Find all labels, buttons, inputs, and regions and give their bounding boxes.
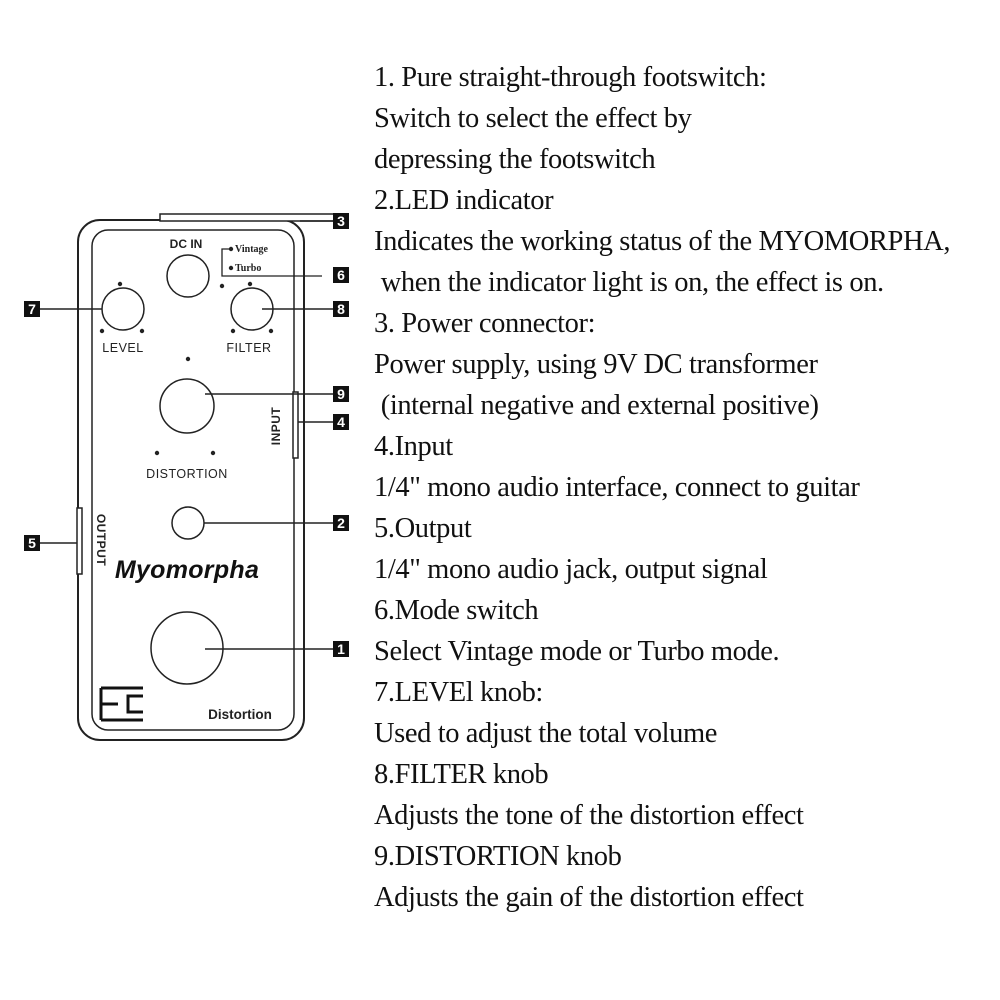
callout-6: 6 [333,267,349,283]
callout-box [333,267,349,283]
callout-number: 5 [28,535,36,551]
description-line: when the indicator light is on, the effe… [374,267,884,298]
callout-number: 8 [337,301,345,317]
brand-logo [99,686,143,722]
description-line: depressing the footswitch [374,144,656,175]
description-line: Adjusts the tone of the distortion effec… [374,800,804,831]
callout-number: 6 [337,267,345,283]
description-line: 6.Mode switch [374,595,539,626]
level-left-dot [99,328,105,334]
description-line: 2.LED indicator [374,185,554,216]
dc-in-jack [166,254,210,298]
description-line: Indicates the working status of the MYOM… [374,226,951,257]
callout-box [333,515,349,531]
footswitch [150,611,224,685]
turbo-label: Turbo [235,263,261,274]
callout-box [333,301,349,317]
filter-right-dot [268,328,274,334]
description-line: Select Vintage mode or Turbo mode. [374,636,780,667]
callout-1: 1 [333,641,349,657]
callout-9: 9 [333,386,349,402]
description-line: 5.Output [374,513,472,544]
turbo-dot [228,265,234,271]
description-line: 1/4" mono audio jack, output signal [374,554,768,585]
input-jack-tab [292,391,299,459]
pedal-type-label: Distortion [208,707,272,722]
input-label: INPUT [269,407,283,446]
callout-3: 3 [333,213,349,229]
distortion-left-dot [154,450,160,456]
distortion-knob [159,378,215,434]
callout-number: 7 [28,301,36,317]
callout-box [333,414,349,430]
description-line: 1/4" mono audio interface, connect to gu… [374,472,860,503]
mode-switch-dot [219,283,225,289]
level-label: LEVEL [102,341,143,355]
callout-number: 2 [337,515,345,531]
distortion-top-dot [185,356,191,362]
callout-number: 1 [337,641,345,657]
dc-in-label: DC IN [170,237,203,251]
level-knob [101,287,145,331]
description-line: Switch to select the effect by [374,103,692,134]
callout-box [333,213,349,229]
callout-7: 7 [24,301,40,317]
distortion-right-dot [210,450,216,456]
callout-5: 5 [24,535,40,551]
callout-box [24,535,40,551]
output-label: OUTPUT [94,514,108,567]
description-line: 1. Pure straight-through footswitch: [374,62,767,93]
pedal-inner-outline [91,229,295,731]
callout-number: 9 [337,386,345,402]
output-jack-tab [76,507,83,575]
filter-top-dot [247,281,253,287]
callout-box [333,641,349,657]
mode-switch-bracket [221,248,322,277]
description-line: 9.DISTORTION knob [374,841,622,872]
description-line: (internal negative and external positive… [374,390,819,421]
pedal-name: Myomorpha [115,556,259,584]
distortion-label: DISTORTION [146,467,228,481]
description-line: 3. Power connector: [374,308,596,339]
description-line: 8.FILTER knob [374,759,549,790]
callout-number: 3 [337,213,345,229]
callout-4: 4 [333,414,349,430]
description-line: 7.LEVEl knob: [374,677,543,708]
callout-8: 8 [333,301,349,317]
callout-number: 4 [337,414,345,430]
callout-2: 2 [333,515,349,531]
filter-left-dot [230,328,236,334]
description-line: Adjusts the gain of the distortion effec… [374,882,804,913]
led-indicator [171,506,205,540]
description-line: Used to adjust the total volume [374,718,718,749]
dc-jack-tab [159,213,347,222]
description-line: Power supply, using 9V DC transformer [374,349,818,380]
filter-label: FILTER [226,341,271,355]
level-right-dot [139,328,145,334]
description-line: 4.Input [374,431,453,462]
callout-markers: 1 2 3 4 5 6 7 8 9 [24,213,349,657]
level-top-dot [117,281,123,287]
callout-box [333,386,349,402]
callout-box [24,301,40,317]
feature-description-list: 1. Pure straight-through footswitch: Swit… [374,57,1000,918]
vintage-label: Vintage [235,244,269,255]
